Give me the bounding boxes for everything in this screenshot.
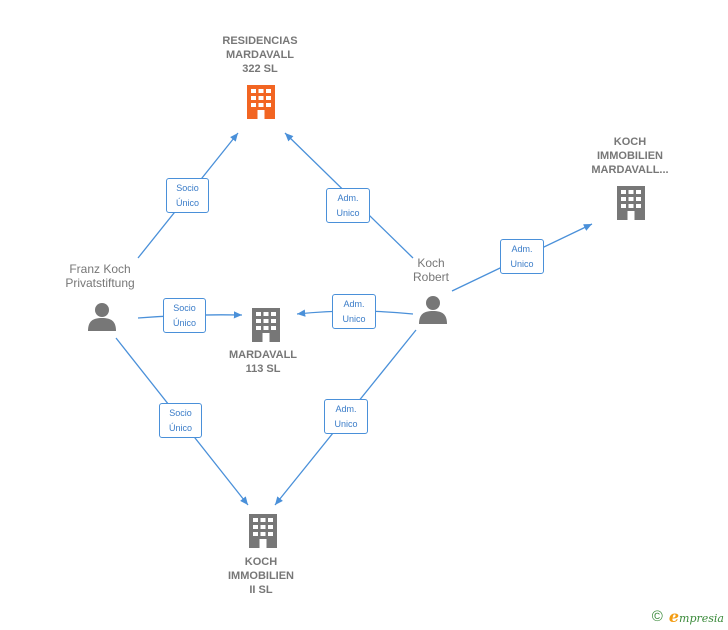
edge-label-line: Socio bbox=[169, 408, 192, 418]
label-line: Koch bbox=[417, 256, 445, 270]
node-label-franz[interactable]: Franz Koch Privatstiftung bbox=[45, 262, 155, 290]
label-line: 322 SL bbox=[242, 63, 278, 75]
edge-label-franz-residencias: Socio Único bbox=[166, 178, 209, 213]
mardavall113-building-icon[interactable] bbox=[252, 308, 280, 342]
node-label-koch-mardavall[interactable]: KOCH IMMOBILIEN MARDAVALL... bbox=[570, 135, 690, 177]
edge-label-line: Adm. bbox=[335, 404, 357, 414]
edge-label-robert-kochmardavall: Adm. Unico bbox=[500, 239, 544, 274]
robert-person-icon[interactable] bbox=[419, 296, 447, 324]
edge-label-line: Socio bbox=[176, 183, 199, 193]
edge-label-line: Unico bbox=[336, 208, 360, 218]
edge-label-line: Único bbox=[175, 198, 199, 208]
edge-label-line: Adm. bbox=[337, 193, 359, 203]
edge-label-line: Adm. bbox=[511, 244, 533, 254]
brand-rest: mpresia bbox=[679, 612, 724, 625]
node-label-robert[interactable]: Koch Robert bbox=[381, 256, 481, 284]
label-line: IMMOBILIEN bbox=[228, 570, 294, 582]
label-line: 113 SL bbox=[245, 363, 281, 375]
label-line: IMMOBILIEN bbox=[597, 150, 663, 162]
label-line: RESIDENCIAS bbox=[222, 35, 298, 47]
label-line: MARDAVALL bbox=[228, 349, 298, 361]
edge-label-line: Unico bbox=[510, 259, 534, 269]
edge-label-line: Adm. bbox=[343, 299, 365, 309]
label-line: II SL bbox=[249, 584, 273, 596]
edge-label-line: Socio bbox=[173, 303, 196, 313]
edge-label-franz-kochii: Socio Único bbox=[159, 403, 202, 438]
node-label-kochii[interactable]: KOCH IMMOBILIEN II SL bbox=[201, 555, 321, 597]
label-line: MARDAVALL bbox=[225, 49, 295, 61]
label-line: Privatstiftung bbox=[65, 276, 135, 290]
label-line: KOCH bbox=[613, 136, 647, 148]
node-label-mardavall113[interactable]: MARDAVALL 113 SL bbox=[203, 348, 323, 376]
edge-label-line: Único bbox=[172, 318, 196, 328]
brand-logo: empresia bbox=[669, 607, 724, 626]
brand-initial: e bbox=[668, 607, 680, 626]
node-label-residencias[interactable]: RESIDENCIAS MARDAVALL 322 SL bbox=[200, 34, 320, 76]
main-company-building-icon[interactable] bbox=[247, 85, 275, 119]
label-line: KOCH bbox=[244, 556, 278, 568]
franz-person-icon[interactable] bbox=[88, 303, 116, 331]
label-line: MARDAVALL... bbox=[591, 164, 669, 176]
edge-label-line: Único bbox=[168, 423, 192, 433]
edge-label-robert-mardavall113: Adm. Unico bbox=[332, 294, 376, 329]
label-line: Franz Koch bbox=[69, 262, 131, 276]
footer-brand[interactable]: © empresia bbox=[652, 607, 724, 626]
copyright-icon: © bbox=[651, 608, 663, 625]
label-line: Robert bbox=[412, 270, 450, 284]
koch-mardavall-building-icon[interactable] bbox=[617, 186, 645, 220]
kochii-building-icon[interactable] bbox=[249, 514, 277, 548]
edge-label-line: Unico bbox=[334, 419, 358, 429]
edge-label-franz-mardavall113: Socio Único bbox=[163, 298, 206, 333]
edge-label-robert-residencias: Adm. Unico bbox=[326, 188, 370, 223]
edge-label-robert-kochii: Adm. Unico bbox=[324, 399, 368, 434]
edge-label-line: Unico bbox=[342, 314, 366, 324]
